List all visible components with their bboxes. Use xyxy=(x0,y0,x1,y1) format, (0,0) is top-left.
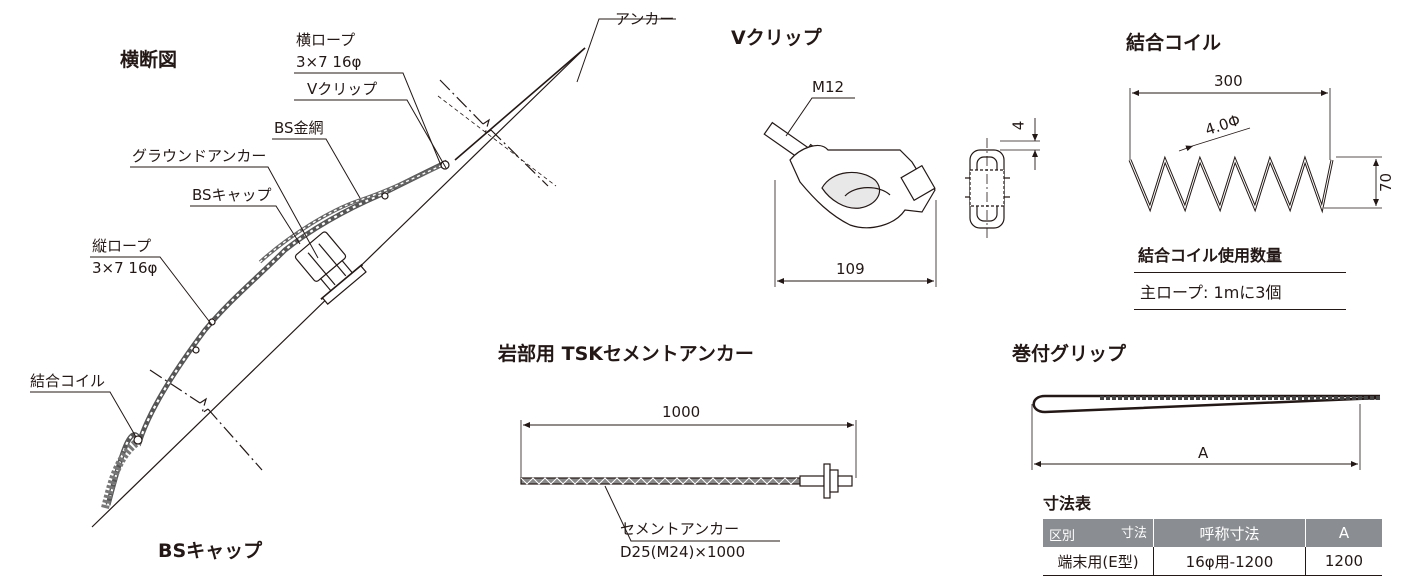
dim-anchor-length: 1000 xyxy=(662,403,701,421)
upper-break-line xyxy=(439,79,549,187)
label-v-clip: Vクリップ xyxy=(307,80,378,98)
dim-grip-length: A xyxy=(1198,444,1209,462)
rock-anchor-title: 岩部用 TSKセメントアンカー xyxy=(498,343,754,365)
cross-section-title: 横断図 xyxy=(120,49,178,71)
dimension-table-caption: 寸法表 xyxy=(1043,494,1092,513)
leader-v-rope xyxy=(90,256,213,326)
anchor-rod xyxy=(454,47,586,161)
leader-anchor xyxy=(576,18,676,83)
corner-bottom-label: 区別 xyxy=(1049,529,1076,544)
bs-net-rope xyxy=(258,161,448,264)
vertical-rope xyxy=(105,159,449,506)
label-v-rope-spec: 3×7 16φ xyxy=(92,259,158,277)
label-bs-net: BS金網 xyxy=(274,119,324,137)
lower-break-line xyxy=(149,369,263,471)
row-a: 1200 xyxy=(1305,547,1382,576)
coil-drawing xyxy=(1128,88,1382,214)
label-v-rope: 縦ロープ xyxy=(92,237,152,255)
bs-cap-title: BSキャップ xyxy=(158,540,263,562)
table-corner-cell: 寸法 区別 xyxy=(1043,519,1154,547)
cross-section-drawing xyxy=(30,18,676,528)
anchor-rebar xyxy=(520,477,802,485)
dim-clip-width: 109 xyxy=(836,260,865,278)
leader-bs-net xyxy=(272,138,361,199)
bs-cap-device xyxy=(294,231,367,305)
label-bs-cap: BSキャップ xyxy=(192,186,272,204)
dim-coil-length: 300 xyxy=(1214,72,1243,90)
label-anchor: アンカー xyxy=(615,10,675,28)
col-a-header: A xyxy=(1305,519,1382,547)
dimension-table-header: 寸法 区別 呼称寸法 A xyxy=(1043,519,1382,547)
label-coil: 結合コイル xyxy=(30,372,106,390)
col-nominal-header: 呼称寸法 xyxy=(1153,519,1306,547)
table-row: 端末用(E型) 16φ用-1200 1200 xyxy=(1043,547,1382,576)
leader-h-rope xyxy=(294,72,443,169)
coil-usage-box: 結合コイル使用数量 主ロープ: 1mに3個 xyxy=(1134,240,1346,310)
label-h-rope-spec: 3×7 16φ xyxy=(296,53,362,71)
row-label: 端末用(E型) xyxy=(1043,547,1154,576)
v-clip-drawing xyxy=(763,97,1040,287)
dim-coil-height: 70 xyxy=(1377,172,1396,193)
coil-title: 結合コイル xyxy=(1126,32,1222,54)
wrap-grip-title: 巻付グリップ xyxy=(1012,343,1127,365)
label-cement-anchor-spec: D25(M24)×1000 xyxy=(620,543,746,561)
label-h-rope: 横ロープ xyxy=(296,31,356,49)
dim-clip-thickness: 4 xyxy=(1009,120,1028,131)
coil-spring xyxy=(1128,155,1334,214)
dim-m12: M12 xyxy=(812,78,845,96)
dimension-table: 寸法 区別 呼称寸法 A 端末用(E型) 16φ用-1200 1200 xyxy=(1043,519,1382,576)
v-clip-title: Vクリップ xyxy=(731,27,822,49)
wrap-grip-drawing xyxy=(1031,394,1381,470)
cement-anchor-drawing xyxy=(520,420,857,542)
label-cement-anchor: セメントアンカー xyxy=(620,520,740,538)
coil-on-rope xyxy=(101,436,143,509)
corner-top-label: 寸法 xyxy=(1120,526,1147,541)
leader-bs-cap xyxy=(190,205,301,245)
coil-usage-row: 主ロープ: 1mに3個 xyxy=(1134,273,1346,310)
coil-usage-heading: 結合コイル使用数量 xyxy=(1134,240,1346,273)
clip-side-view xyxy=(965,118,1040,240)
row-nominal: 16φ用-1200 xyxy=(1153,547,1306,576)
label-ground-anchor: グラウンドアンカー xyxy=(132,147,267,165)
leader-ground-anchor xyxy=(130,166,319,259)
grip-loop xyxy=(1032,394,1381,414)
leader-v-clip xyxy=(294,99,447,169)
leader-coil xyxy=(30,391,137,438)
